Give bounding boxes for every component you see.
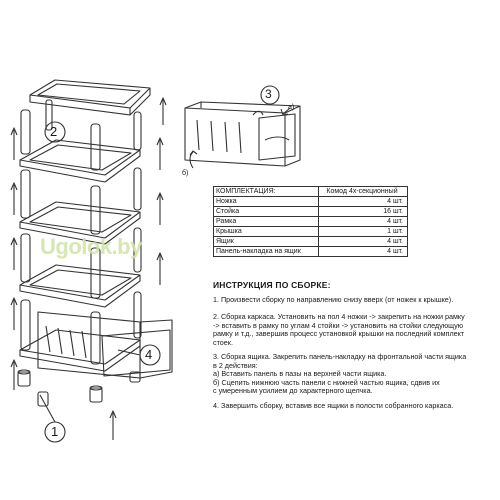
arrow-left-1 bbox=[10, 127, 18, 160]
step-line: -> вставить в рамку по углам 4 стойки ->… bbox=[213, 320, 464, 330]
instruction-step-1: 1. Произвести сборку по направлению сниз… bbox=[213, 295, 495, 305]
item-name: Крышка bbox=[213, 226, 319, 237]
components-table: КОМПЛЕКТАЦИЯ: Комод 4х-секционный Ножка … bbox=[213, 186, 408, 257]
item-qty: 1 шт. bbox=[318, 226, 408, 237]
arrow-left-2 bbox=[10, 182, 18, 215]
step-line: 3. Сборка ящика. Закрепить панель-наклад… bbox=[213, 352, 467, 361]
item-name: Рамка bbox=[213, 216, 319, 227]
feet bbox=[17, 369, 141, 407]
shelf-unit-drawing bbox=[10, 79, 173, 443]
table-row: Стойка 16 шт. bbox=[213, 206, 408, 217]
step-line: 2. Сборка каркаса. Установить на пол 4 н… bbox=[213, 312, 465, 321]
posts bbox=[20, 99, 142, 365]
step-line: 1. Произвести сборку по направлению сниз… bbox=[213, 295, 454, 304]
item-name: Панель-накладка на ящик bbox=[213, 246, 319, 257]
arrow-right-3 bbox=[156, 192, 164, 225]
arrow-right-2 bbox=[156, 137, 164, 170]
callout-label-3: 3 bbox=[265, 87, 272, 101]
callout-label-a: а) bbox=[288, 104, 295, 111]
item-qty: 4 шт. bbox=[318, 196, 408, 207]
instruction-step-4: 4. Завершить сборку, вставив все ящики в… bbox=[213, 401, 495, 411]
callout-label-b: б) bbox=[182, 170, 189, 177]
arrow-left-5 bbox=[10, 359, 18, 390]
instruction-step-3: 3. Сборка ящика. Закрепить панель-наклад… bbox=[213, 352, 495, 396]
item-qty: 16 шт. bbox=[318, 206, 408, 217]
lid bbox=[29, 79, 151, 116]
callout-label-4: 4 bbox=[145, 347, 153, 362]
step-line: а) Вставить панель в пазы на верхней час… bbox=[213, 369, 387, 379]
arrow-right-1 bbox=[159, 97, 167, 125]
step-line: с умеренным усилием до характерного щелч… bbox=[213, 386, 373, 396]
arrow-right-4 bbox=[156, 252, 164, 285]
instruction-step-2: 2. Сборка каркаса. Установить на пол 4 н… bbox=[213, 312, 495, 347]
step-line: рамку и т.д., завершив процесс установко… bbox=[213, 329, 465, 339]
table-row: Крышка 1 шт. bbox=[213, 226, 408, 237]
arrow-left-4 bbox=[10, 297, 18, 330]
table-row: Рамка 4 шт. bbox=[213, 216, 408, 227]
arrow-right-5 bbox=[109, 410, 117, 440]
item-qty: 4 шт. bbox=[318, 216, 408, 227]
item-name: Стойка bbox=[213, 206, 319, 217]
item-name: Ножка bbox=[213, 196, 319, 207]
watermark-logo: Ugolok.by bbox=[40, 234, 142, 259]
item-qty: 4 шт. bbox=[318, 236, 408, 247]
callout-circle-2 bbox=[44, 121, 66, 143]
bottom-drawer bbox=[37, 311, 173, 379]
header-cell-items: КОМПЛЕКТАЦИЯ: bbox=[213, 186, 319, 197]
step-line: стоек. bbox=[213, 337, 233, 347]
table-row: Ножка 4 шт. bbox=[213, 196, 408, 207]
step-line: в 2 действия: bbox=[213, 360, 258, 370]
header-cell-product: Комод 4х-секционный bbox=[318, 186, 408, 197]
instructions-title: ИНСТРУКЦИЯ ПО СБОРКЕ: bbox=[213, 280, 331, 290]
item-qty: 4 шт. bbox=[318, 246, 408, 257]
callout-label-1: 1 bbox=[51, 424, 59, 439]
step-line: 4. Завершить сборку, вставив все ящики в… bbox=[213, 401, 454, 410]
item-name: Ящик bbox=[213, 236, 319, 247]
callout-label-2: 2 bbox=[50, 124, 58, 139]
arrow-left-3 bbox=[10, 237, 18, 270]
step-line: б) Сцепить нижнюю часть панели с нижней … bbox=[213, 377, 440, 387]
table-row: Ящик 4 шт. bbox=[213, 236, 408, 247]
components-table-header: КОМПЛЕКТАЦИЯ: Комод 4х-секционный bbox=[213, 186, 408, 197]
table-row: Панель-накладка на ящик 4 шт. bbox=[213, 246, 408, 257]
drawer-detail-drawing bbox=[184, 85, 301, 169]
callout-circle-3 bbox=[260, 85, 280, 105]
